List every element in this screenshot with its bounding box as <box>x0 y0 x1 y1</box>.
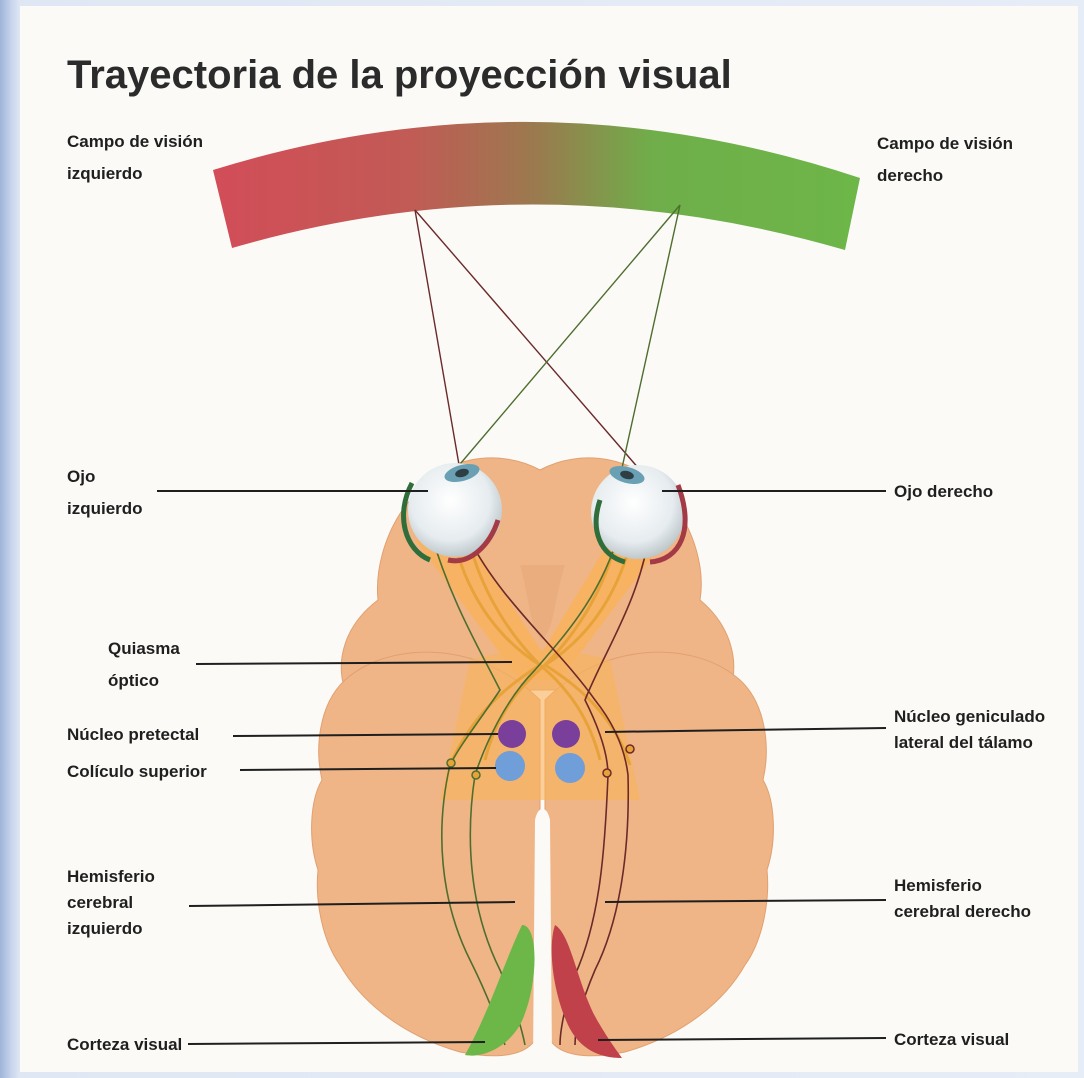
label-superior-colliculus: Colículo superior <box>67 762 207 781</box>
label-right-hemisphere: cerebral derecho <box>894 902 1031 921</box>
label-optic-chiasm: Quiasma <box>108 639 180 658</box>
relay-dot <box>447 759 455 767</box>
label-right-hemisphere: Hemisferio <box>894 876 982 895</box>
superior-colliculus-right <box>555 753 585 783</box>
superior-colliculus-left <box>495 751 525 781</box>
label-visual-cortex-left: Corteza visual <box>67 1035 182 1054</box>
label-right-field: derecho <box>877 166 943 185</box>
label-left-field: izquierdo <box>67 164 143 183</box>
label-lgn: lateral del tálamo <box>894 733 1033 752</box>
visual-field-arc <box>213 122 860 250</box>
pretectal-nucleus-right <box>552 720 580 748</box>
label-pretectal-nucleus: Núcleo pretectal <box>67 725 199 744</box>
label-right-eye: Ojo derecho <box>894 482 993 501</box>
label-optic-chiasm: óptico <box>108 671 159 690</box>
label-left-hemisphere: Hemisferio <box>67 867 155 886</box>
relay-dot <box>626 745 634 753</box>
label-left-eye: Ojo <box>67 467 95 486</box>
label-left-eye: izquierdo <box>67 499 143 518</box>
relay-dot <box>472 771 480 779</box>
label-left-hemisphere: cerebral <box>67 893 133 912</box>
label-left-field: Campo de visión <box>67 132 203 151</box>
label-left-hemisphere: izquierdo <box>67 919 143 938</box>
label-lgn: Núcleo geniculado <box>894 707 1045 726</box>
label-visual-cortex-right: Corteza visual <box>894 1030 1009 1049</box>
label-right-field: Campo de visión <box>877 134 1013 153</box>
longitudinal-fissure <box>533 809 552 1060</box>
relay-dot <box>603 769 611 777</box>
page-title: Trayectoria de la proyección visual <box>67 53 732 97</box>
pretectal-nucleus-left <box>498 720 526 748</box>
